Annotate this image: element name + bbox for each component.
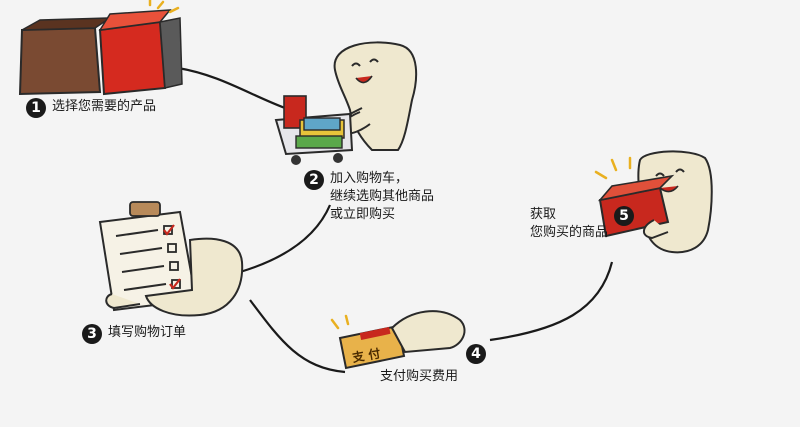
step-4: 4 支付购买费用 xyxy=(380,344,486,386)
checkmark-icons xyxy=(163,224,181,290)
connector-1-2 xyxy=(177,66,286,110)
step-4-label: 支付购买费用 xyxy=(380,368,458,386)
step-5-line: 获取 xyxy=(530,207,557,222)
character-5-eye-right xyxy=(675,168,685,173)
red-box xyxy=(98,20,167,96)
cart-illustration xyxy=(274,41,418,165)
brown-box-shade xyxy=(21,17,113,31)
step-4-number-badge: 4 xyxy=(466,344,486,364)
products-illustration xyxy=(18,0,183,96)
character-5-eye-left xyxy=(655,172,665,177)
step-3-line: 填写购物订单 xyxy=(108,325,187,340)
character-3-hand xyxy=(144,237,244,317)
cart-item-green xyxy=(295,135,343,149)
character-2-eye-right xyxy=(369,58,379,63)
character-4-hand xyxy=(390,310,466,354)
step-5: 5 获取 您购买的商品 xyxy=(530,206,635,242)
brown-box xyxy=(18,26,102,96)
character-5-hand xyxy=(643,219,669,240)
card-stripe xyxy=(359,326,391,341)
step-2-line: 或立即购买 xyxy=(330,207,396,222)
step-2-line: 加入购物车， xyxy=(330,171,409,186)
payment-card-illustration: 支 付 xyxy=(330,310,466,370)
step-3: 3 填写购物订单 xyxy=(82,324,186,344)
red-box-top xyxy=(98,9,172,31)
step-1-label: 选择您需要的产品 xyxy=(52,98,156,116)
step-5-line: 您购买的商品 xyxy=(530,225,609,240)
step-1: 1 选择您需要的产品 xyxy=(26,98,156,118)
card-label: 支 付 xyxy=(350,345,381,365)
cart-item-blue xyxy=(303,117,341,131)
step-1-line: 选择您需要的产品 xyxy=(52,99,157,114)
gift-box-lid xyxy=(597,174,675,202)
character-2-mouth xyxy=(355,75,373,84)
sparkle-icon xyxy=(148,0,180,14)
gift-sparkle-icon xyxy=(594,156,632,180)
connector-2-3 xyxy=(239,204,332,274)
character-2-eye-left xyxy=(351,62,361,67)
gray-panel xyxy=(159,17,183,89)
character-3-thumb xyxy=(105,293,141,310)
cart-handle xyxy=(349,107,363,115)
step-5-label: 获取 您购买的商品 xyxy=(530,206,608,242)
clipboard-lines xyxy=(115,229,167,291)
cart-wheel-left xyxy=(291,155,301,165)
step-4-line: 支付购买费用 xyxy=(380,369,459,384)
character-5-mouth xyxy=(659,185,679,193)
step-3-number-badge: 3 xyxy=(82,324,102,344)
step-3-label: 填写购物订单 xyxy=(108,324,186,342)
step-1-number-badge: 1 xyxy=(26,98,46,118)
step-2-line: 继续选购其他商品 xyxy=(330,189,435,204)
step-2-label: 加入购物车， 继续选购其他商品 或立即购买 xyxy=(330,170,434,224)
flow-connectors xyxy=(177,66,614,374)
step-5-number-badge: 5 xyxy=(614,206,635,226)
connector-4-5 xyxy=(489,261,614,342)
connector-3-4 xyxy=(249,299,346,374)
clipboard-illustration xyxy=(98,201,244,317)
cart-wheel-right xyxy=(333,153,343,163)
step-2: 2 加入购物车， 继续选购其他商品 或立即购买 xyxy=(304,170,434,224)
clipboard-clip xyxy=(129,201,161,217)
step-2-number-badge: 2 xyxy=(304,170,324,190)
card-sparkle-icon xyxy=(330,314,350,330)
